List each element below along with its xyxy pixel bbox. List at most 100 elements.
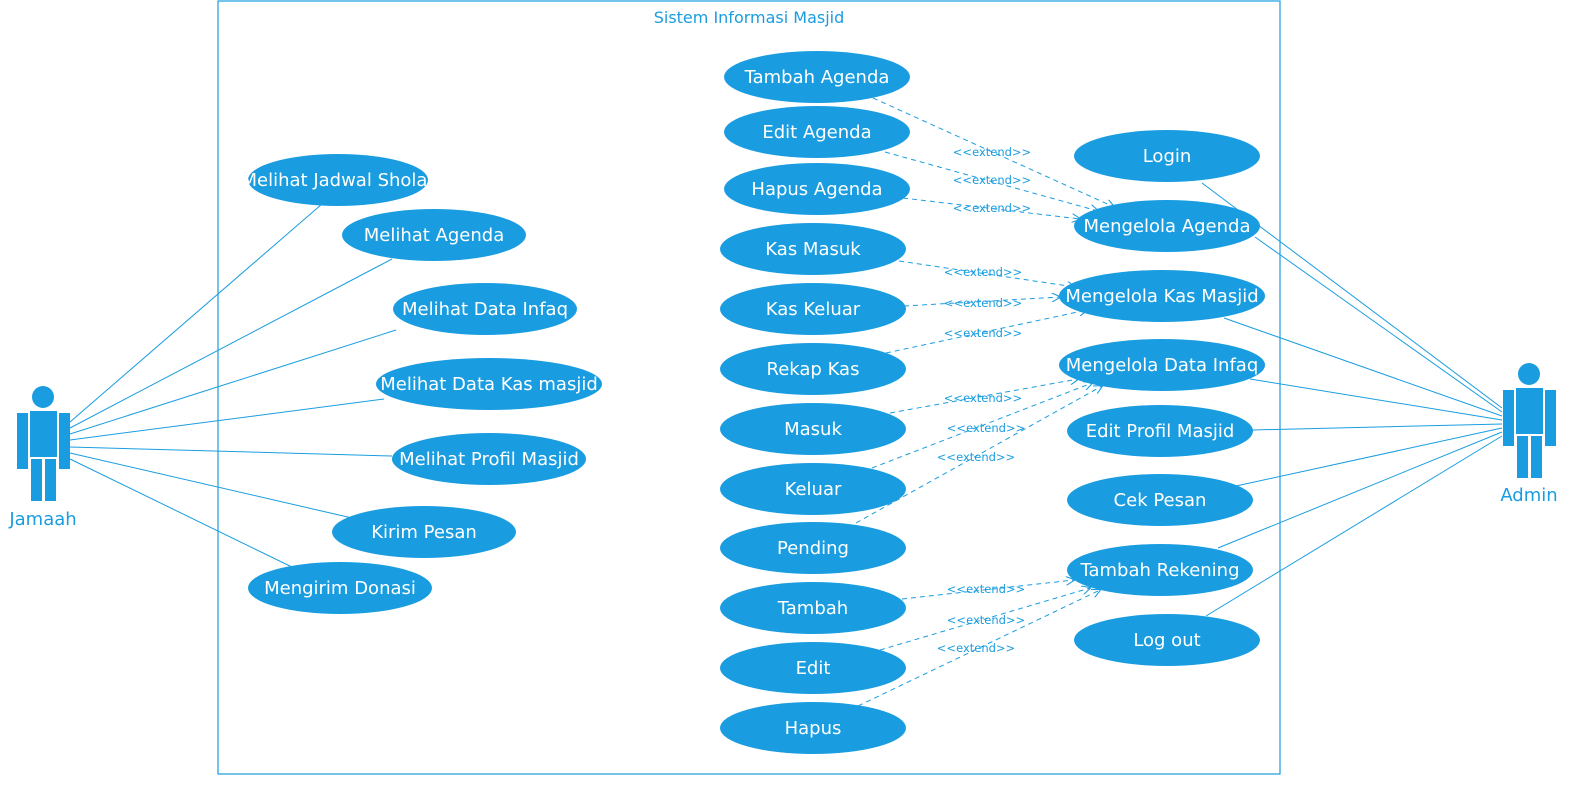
- admin-use-cases: Login Mengelola Agenda Mengelola Kas Mas…: [1059, 130, 1265, 666]
- person-icon: [17, 386, 70, 501]
- assoc-admin-log-out: [1205, 435, 1503, 617]
- extend-hapus-agenda: [902, 197, 1080, 219]
- use-case-label: Login: [1143, 146, 1192, 167]
- person-icon: [1503, 363, 1556, 478]
- use-case-kas-masuk[interactable]: Kas Masuk: [720, 223, 906, 275]
- use-case-label: Rekap Kas: [767, 359, 860, 380]
- use-case-masuk[interactable]: Masuk: [720, 403, 906, 455]
- use-case-melihat-data-infaq[interactable]: Melihat Data Infaq: [393, 283, 577, 335]
- extend-label: <<extend>>: [953, 173, 1031, 187]
- use-case-label: Tambah Agenda: [744, 67, 890, 88]
- use-case-melihat-profil-masjid[interactable]: Melihat Profil Masjid: [392, 433, 586, 485]
- use-case-label: Pending: [777, 538, 849, 559]
- use-case-label: Melihat Data Infaq: [402, 299, 568, 320]
- use-case-hapus-agenda[interactable]: Hapus Agenda: [724, 163, 910, 215]
- use-case-label: Melihat Profil Masjid: [399, 449, 579, 470]
- use-case-pending[interactable]: Pending: [720, 522, 906, 574]
- extend-label: <<extend>>: [937, 450, 1015, 464]
- use-case-label: Kas Keluar: [766, 299, 861, 320]
- use-case-label: Tambah: [777, 598, 848, 619]
- actor-label: Admin: [1500, 485, 1557, 506]
- use-case-login[interactable]: Login: [1074, 130, 1260, 182]
- use-case-label: Log out: [1133, 630, 1200, 651]
- extend-tambah: [901, 580, 1074, 600]
- extend-pending: [855, 386, 1102, 524]
- use-case-mengelola-kas-masjid[interactable]: Mengelola Kas Masjid: [1059, 270, 1265, 322]
- extend-tambah-agenda: [872, 97, 1114, 207]
- use-case-melihat-jadwal-sholat[interactable]: Melihat Jadwal Sholat: [242, 154, 435, 206]
- jamaah-associations: [69, 203, 397, 569]
- use-case-edit[interactable]: Edit: [720, 642, 906, 694]
- extend-relations: [855, 97, 1114, 707]
- use-case-label: Mengelola Agenda: [1084, 216, 1251, 237]
- use-case-label: Mengelola Data Infaq: [1066, 355, 1259, 376]
- use-case-mengirim-donasi[interactable]: Mengirim Donasi: [248, 562, 432, 614]
- assoc-admin-tambah-rekening: [1217, 431, 1503, 549]
- use-case-mengelola-data-infaq[interactable]: Mengelola Data Infaq: [1059, 339, 1265, 391]
- extend-label: <<extend>>: [947, 613, 1025, 627]
- assoc-admin-cek-pesan: [1235, 427, 1503, 487]
- use-case-label: Mengelola Kas Masjid: [1065, 286, 1258, 307]
- actor-admin: Admin: [1500, 363, 1558, 506]
- use-case-label: Kirim Pesan: [371, 522, 477, 543]
- extend-label: <<extend>>: [944, 296, 1022, 310]
- assoc-admin-mengelola-agenda: [1254, 236, 1503, 413]
- jamaah-use-cases: Melihat Jadwal Sholat Melihat Agenda Mel…: [242, 154, 602, 614]
- extend-label: <<extend>>: [944, 391, 1022, 405]
- use-case-label: Melihat Data Kas masjid: [380, 374, 598, 395]
- use-case-label: Edit Agenda: [762, 122, 871, 143]
- use-case-kirim-pesan[interactable]: Kirim Pesan: [332, 506, 516, 558]
- use-case-label: Melihat Agenda: [364, 225, 505, 246]
- extend-label: <<extend>>: [944, 326, 1022, 340]
- assoc-admin-mengelola-kas-masjid: [1223, 317, 1503, 417]
- use-case-cek-pesan[interactable]: Cek Pesan: [1067, 474, 1253, 526]
- use-case-melihat-data-kas[interactable]: Melihat Data Kas masjid: [376, 358, 602, 410]
- admin-associations: [1201, 182, 1503, 617]
- assoc-admin-mengelola-data-infaq: [1249, 378, 1503, 421]
- system-boundary: [217, 0, 1281, 775]
- extend-edit-agenda: [884, 151, 1098, 211]
- use-case-keluar[interactable]: Keluar: [720, 463, 906, 515]
- extend-masuk: [889, 379, 1078, 414]
- extend-label: <<extend>>: [953, 201, 1031, 215]
- actor-jamaah: Jamaah: [8, 386, 77, 530]
- use-case-label: Cek Pesan: [1114, 490, 1207, 511]
- use-case-mengelola-agenda[interactable]: Mengelola Agenda: [1074, 200, 1260, 252]
- extend-kas-keluar: [903, 297, 1060, 307]
- use-case-tambah[interactable]: Tambah: [720, 582, 906, 634]
- assoc-jamaah-melihat-data-infaq: [69, 329, 397, 435]
- use-case-label: Hapus: [785, 718, 842, 739]
- assoc-jamaah-melihat-jadwal-sholat: [69, 203, 323, 423]
- use-case-label: Keluar: [785, 479, 842, 500]
- use-case-tambah-rekening[interactable]: Tambah Rekening: [1067, 544, 1253, 596]
- actor-label: Jamaah: [8, 509, 76, 530]
- use-case-label: Mengirim Donasi: [264, 578, 416, 599]
- use-case-log-out[interactable]: Log out: [1074, 614, 1260, 666]
- assoc-admin-edit-profil-masjid: [1251, 423, 1503, 431]
- use-case-melihat-agenda[interactable]: Melihat Agenda: [342, 209, 526, 261]
- use-case-edit-agenda[interactable]: Edit Agenda: [724, 106, 910, 158]
- use-case-label: Edit Profil Masjid: [1086, 421, 1235, 442]
- use-case-kas-keluar[interactable]: Kas Keluar: [720, 283, 906, 335]
- extend-labels: <<extend>> <<extend>> <<extend>> <<exten…: [937, 145, 1031, 655]
- system-title: Sistem Informasi Masjid: [654, 8, 845, 27]
- assoc-jamaah-melihat-data-kas: [69, 398, 385, 441]
- assoc-jamaah-kirim-pesan: [69, 452, 353, 519]
- use-case-edit-profil-masjid[interactable]: Edit Profil Masjid: [1067, 405, 1253, 457]
- use-case-tambah-agenda[interactable]: Tambah Agenda: [724, 51, 910, 103]
- extend-label: <<extend>>: [953, 145, 1031, 159]
- extend-rekap-kas: [885, 310, 1087, 354]
- assoc-jamaah-melihat-profil-masjid: [69, 446, 393, 457]
- use-case-hapus[interactable]: Hapus: [720, 702, 906, 754]
- use-case-label: Melihat Jadwal Sholat: [242, 170, 435, 191]
- use-case-label: Hapus Agenda: [751, 179, 882, 200]
- extend-kas-masuk: [898, 260, 1075, 287]
- extend-label: <<extend>>: [947, 582, 1025, 596]
- extend-keluar: [871, 383, 1092, 469]
- extension-use-cases: Tambah Agenda Edit Agenda Hapus Agenda K…: [720, 51, 910, 754]
- use-case-label: Kas Masuk: [765, 239, 861, 260]
- use-case-label: Tambah Rekening: [1079, 560, 1239, 581]
- use-case-rekap-kas[interactable]: Rekap Kas: [720, 343, 906, 395]
- assoc-jamaah-mengirim-donasi: [69, 458, 295, 569]
- extend-label: <<extend>>: [937, 641, 1015, 655]
